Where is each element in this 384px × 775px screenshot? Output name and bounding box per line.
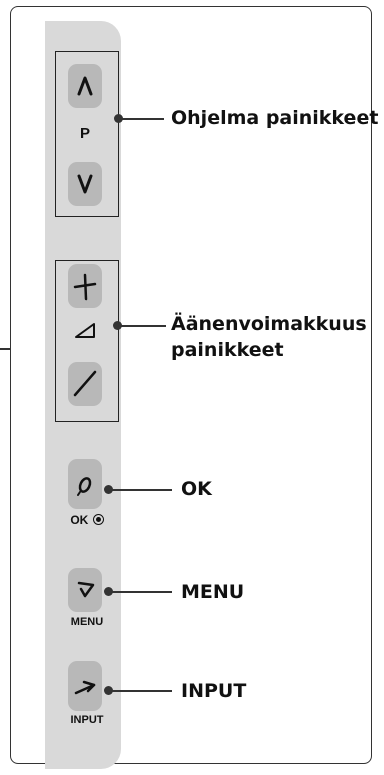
menu-button[interactable] bbox=[68, 568, 102, 612]
volume-callout-line2: painikkeet bbox=[171, 339, 284, 361]
input-callout-line bbox=[108, 690, 172, 692]
program-up-button[interactable] bbox=[68, 64, 102, 108]
volume-button-group bbox=[55, 260, 119, 422]
chevron-down-icon bbox=[77, 174, 93, 194]
ok-label-text: OK bbox=[70, 513, 89, 527]
input-callout-text: INPUT bbox=[181, 680, 247, 702]
ok-callout-text: OK bbox=[181, 478, 212, 500]
volume-callout-line bbox=[117, 325, 166, 327]
menu-callout-text: MENU bbox=[181, 581, 245, 603]
ok-callout-line bbox=[108, 489, 172, 491]
volume-triangle-icon bbox=[75, 323, 95, 338]
program-callout-line bbox=[118, 118, 164, 120]
volume-down-button[interactable] bbox=[68, 362, 102, 406]
program-label: P bbox=[79, 125, 90, 142]
program-button-group bbox=[55, 51, 119, 217]
diagram-frame bbox=[10, 6, 372, 764]
volume-up-button[interactable] bbox=[68, 264, 102, 308]
ok-icon bbox=[77, 477, 92, 496]
chevron-up-icon bbox=[77, 76, 93, 96]
volume-callout-line1: Äänenvoimakkuus bbox=[171, 313, 367, 335]
minus-icon bbox=[73, 370, 97, 397]
plus-icon bbox=[73, 273, 97, 301]
input-arrow-icon bbox=[74, 680, 96, 695]
ok-label: OK bbox=[60, 513, 114, 527]
menu-icon bbox=[77, 581, 95, 598]
menu-label: MENU bbox=[70, 616, 104, 628]
input-label: INPUT bbox=[70, 714, 104, 726]
frame-connector-line bbox=[0, 348, 10, 350]
program-callout-text: Ohjelma painikkeet bbox=[171, 107, 379, 129]
menu-callout-line bbox=[108, 591, 172, 593]
ok-button[interactable] bbox=[68, 459, 102, 509]
input-button[interactable] bbox=[68, 661, 102, 711]
program-down-button[interactable] bbox=[68, 162, 102, 206]
ok-target-icon bbox=[92, 514, 104, 525]
